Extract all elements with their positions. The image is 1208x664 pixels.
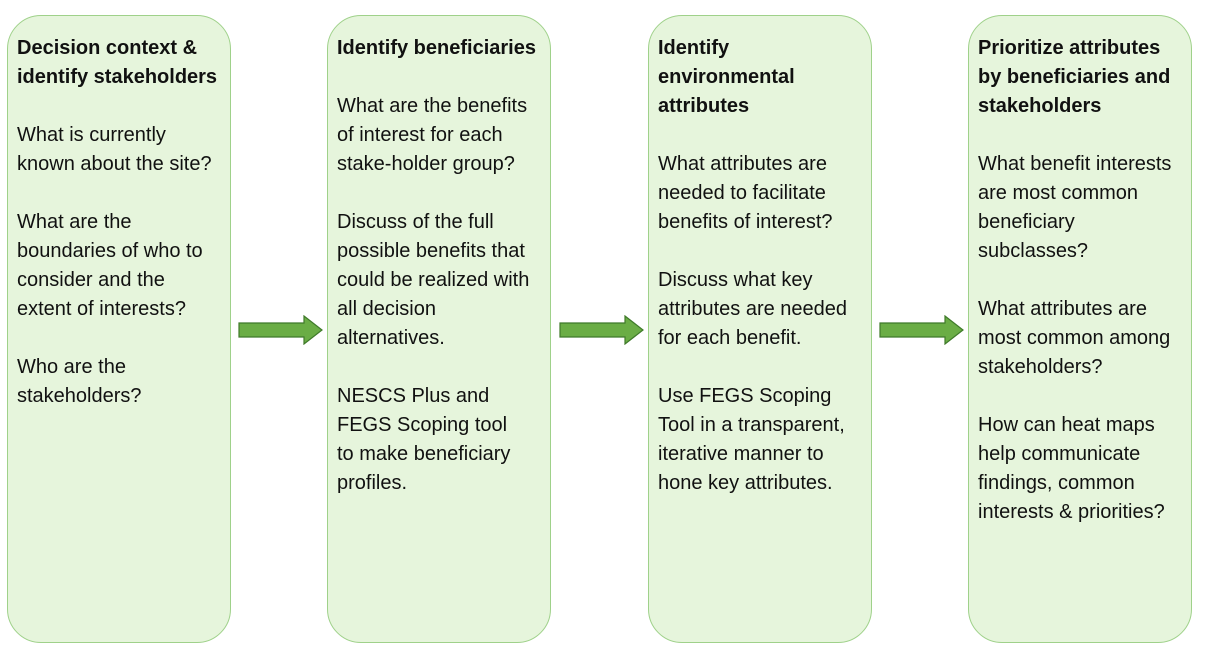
step-question: What are the benefits of interest for ea… bbox=[337, 95, 528, 175]
step-title: Identify environmental attributes bbox=[658, 37, 795, 117]
right-arrow-icon bbox=[559, 315, 644, 345]
right-arrow-icon bbox=[879, 315, 964, 345]
step-question: What are the boundaries of who to consid… bbox=[17, 211, 203, 320]
step-question: What attributes are needed to facilitate… bbox=[658, 153, 833, 233]
right-arrow-icon bbox=[238, 315, 323, 345]
step-question: What is currently known about the site? bbox=[17, 124, 212, 175]
step-question: What benefit interests are most common b… bbox=[978, 153, 1172, 262]
step-text: Discuss what key attributes are needed f… bbox=[658, 269, 848, 349]
step-question: Who are the stakeholders? bbox=[17, 356, 142, 407]
step-box-identify-environmental-attributes: Identify environmental attributes What a… bbox=[648, 15, 872, 643]
step-text: NESCS Plus and FEGS Scoping tool bbox=[337, 385, 508, 436]
step-box-prioritize-attributes: Prioritize attributes by beneficiaries a… bbox=[968, 15, 1192, 643]
step-text: Use FEGS Scoping Tool in a transparent, … bbox=[658, 385, 845, 494]
step-box-identify-beneficiaries: Identify beneficiaries What are the bene… bbox=[327, 15, 551, 643]
step-text: to make beneficiary profiles. bbox=[337, 443, 511, 494]
step-box-decision-context: Decision context & identify stakeholders… bbox=[7, 15, 231, 643]
step-question: How can heat maps help communicate findi… bbox=[978, 414, 1165, 523]
step-title: Identify beneficiaries bbox=[337, 37, 536, 59]
step-text: Discuss of the full possible benefits th… bbox=[337, 211, 530, 349]
step-title: Decision context & identify stakeholders bbox=[17, 37, 218, 88]
step-title: Prioritize attributes by beneficiaries a… bbox=[978, 37, 1171, 117]
step-question: What attributes are most common among st… bbox=[978, 298, 1171, 378]
